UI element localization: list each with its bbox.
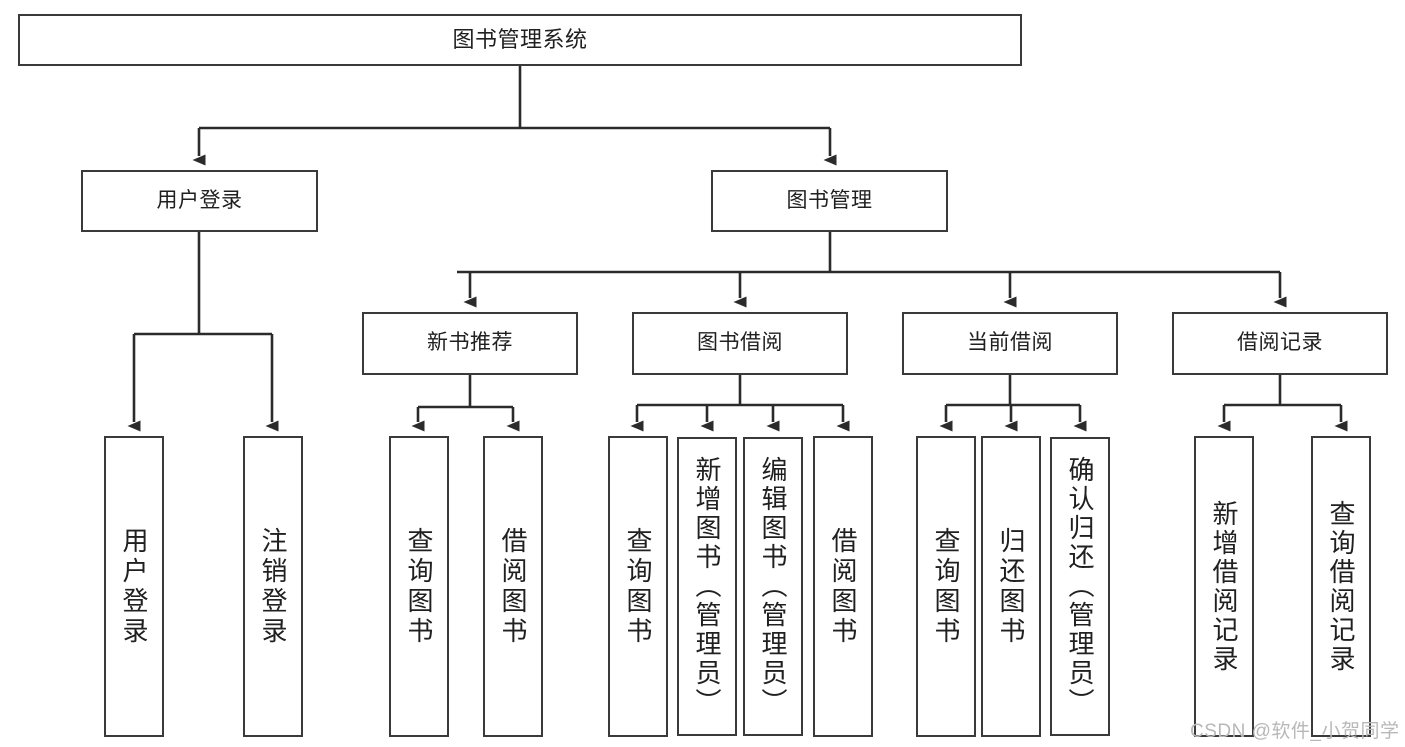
node-root-book-management-system[interactable]: 图书管理系统 [18,14,1022,66]
node-label: 借阅图书 [828,526,858,647]
node-label: 注销登录 [258,526,288,647]
leaf-currentborrow-confirm-return-admin[interactable]: 确认归还（管理员） [1050,437,1110,736]
leaf-currentborrow-query-book[interactable]: 查询图书 [916,436,976,737]
node-book-borrow[interactable]: 图书借阅 [632,312,848,375]
node-label: 图书管理 [786,188,873,212]
node-borrow-record[interactable]: 借阅记录 [1172,312,1388,375]
leaf-bookborrow-edit-book-admin[interactable]: 编辑图书（管理员） [743,437,803,736]
node-label: 新增借阅记录 [1209,499,1239,674]
node-label: 查询图书 [931,526,961,647]
leaf-bookborrow-query-book[interactable]: 查询图书 [608,436,668,737]
node-new-book-recommend[interactable]: 新书推荐 [362,312,578,375]
node-label: 借阅图书 [498,526,528,647]
node-label: 用户登录 [156,188,243,212]
node-book-management[interactable]: 图书管理 [711,170,948,232]
leaf-newbook-query-book[interactable]: 查询图书 [389,436,449,737]
node-label: 查询图书 [404,526,434,647]
node-label: 新增图书（管理员） [692,456,722,717]
leaf-newbook-borrow-book[interactable]: 借阅图书 [483,436,543,737]
leaf-currentborrow-return-book[interactable]: 归还图书 [981,436,1041,737]
node-current-borrow[interactable]: 当前借阅 [902,312,1118,375]
leaf-borrowrecord-query-record[interactable]: 查询借阅记录 [1311,436,1371,737]
node-label: 查询借阅记录 [1326,499,1356,674]
node-label: 图书借阅 [697,331,783,355]
node-label: 确认归还（管理员） [1065,456,1095,717]
node-label: 查询图书 [623,526,653,647]
node-label: 编辑图书（管理员） [758,456,788,717]
node-label: 当前借阅 [967,331,1053,355]
node-label: 新书推荐 [427,331,513,355]
leaf-borrowrecord-add-record[interactable]: 新增借阅记录 [1194,436,1254,737]
leaf-bookborrow-add-book-admin[interactable]: 新增图书（管理员） [677,437,737,736]
leaf-logout[interactable]: 注销登录 [243,436,303,737]
node-user-login[interactable]: 用户登录 [81,170,318,232]
csdn-watermark: CSDN @软件_小贺同学 [1190,721,1400,742]
leaf-user-login[interactable]: 用户登录 [104,436,164,737]
node-label: 借阅记录 [1237,331,1323,355]
node-label: 图书管理系统 [452,27,588,53]
leaf-bookborrow-borrow-book[interactable]: 借阅图书 [813,436,873,737]
node-label: 用户登录 [119,526,149,647]
node-label: 归还图书 [996,526,1026,647]
